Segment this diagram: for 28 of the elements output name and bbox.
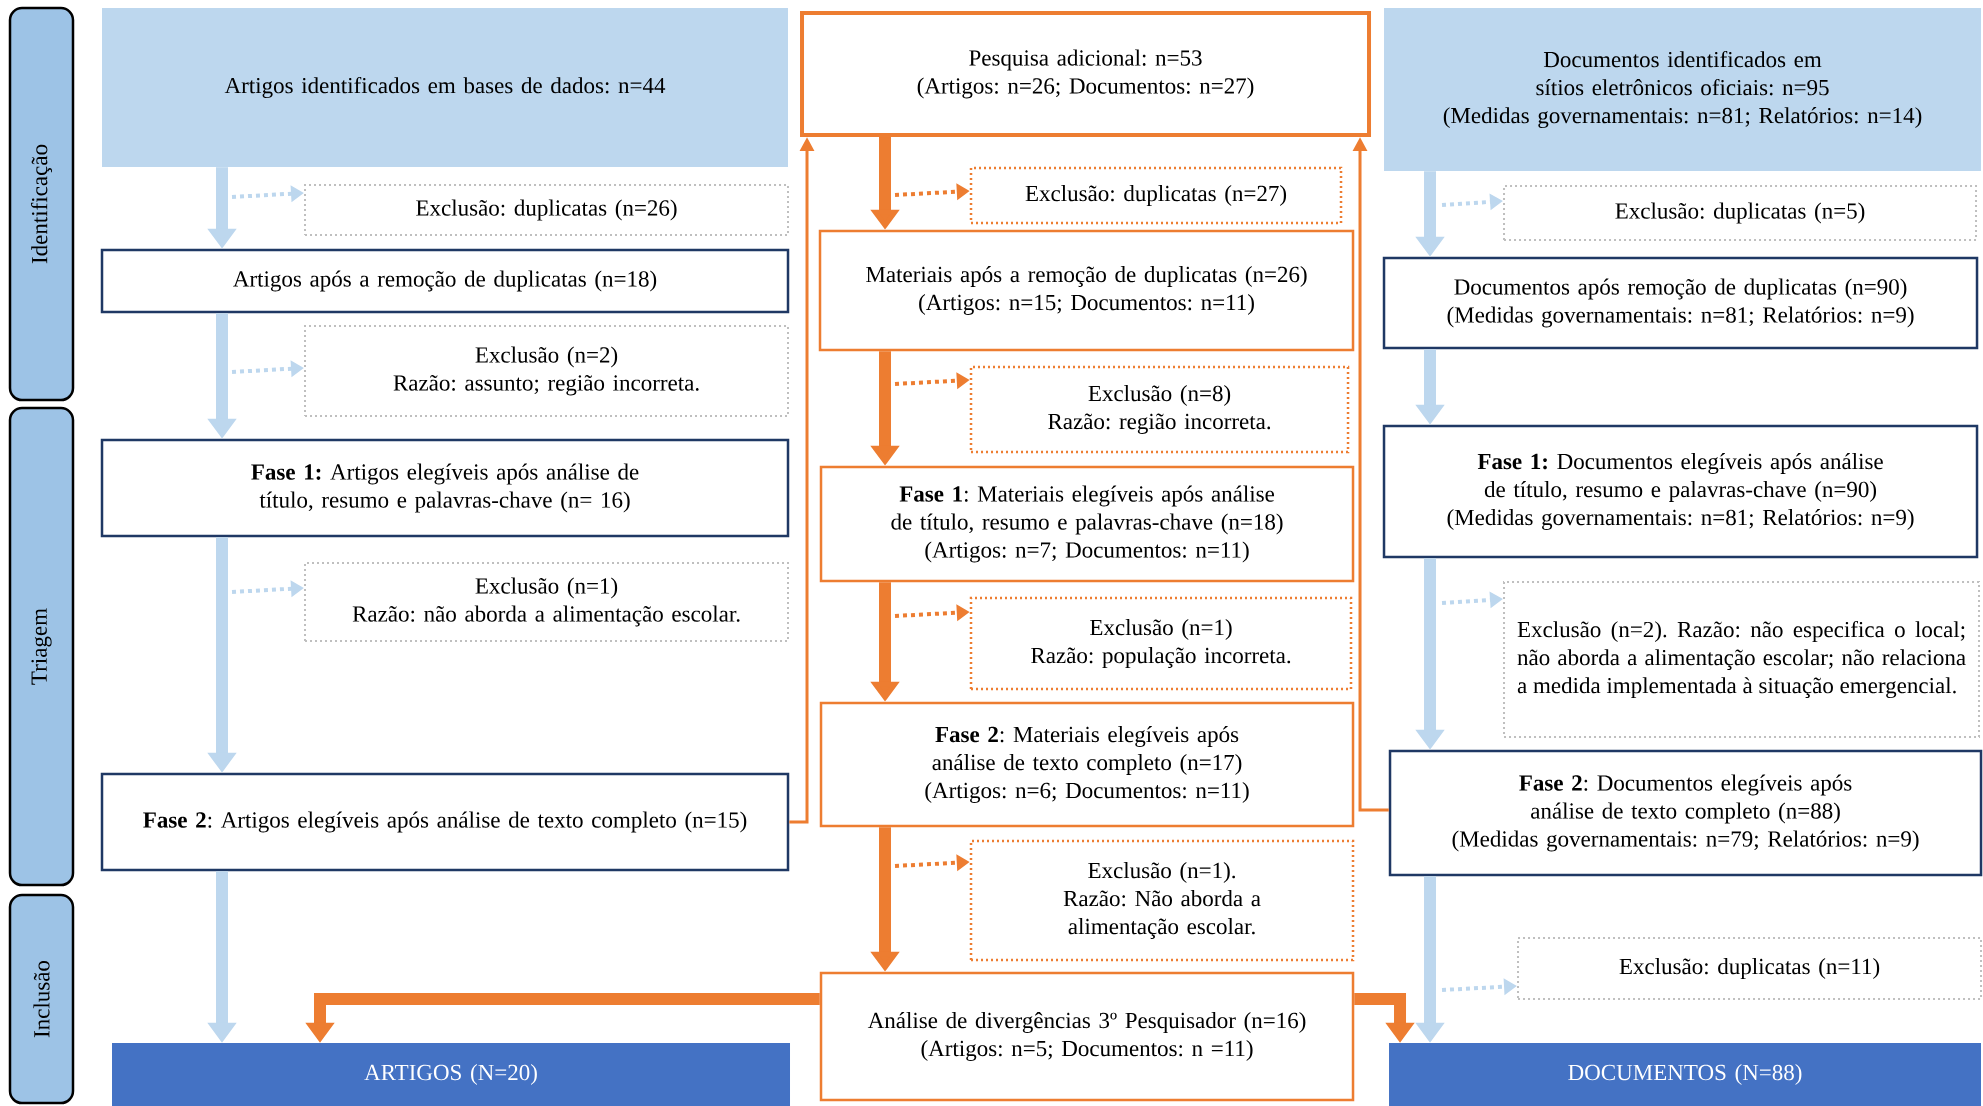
result-box: ARTIGOS (N=20) bbox=[112, 1043, 790, 1106]
exclusion-box: Exclusão: duplicatas (n=11) bbox=[1517, 937, 1983, 1000]
process-box: Fase 1: Artigos elegíveis após análise de título, resumo e palavras-chave (n= 16) bbox=[100, 438, 790, 538]
exclusion-box: Exclusão (n=2). Razão: não especifica o local; não aborda a alimentação escolar; não relaciona a medida implementada à situação emergencial. bbox=[1503, 581, 1981, 738]
process-box: Artigos após a remoção de duplicatas (n=18) bbox=[100, 248, 790, 314]
exclusion-box: Exclusão: duplicatas (n=27) bbox=[969, 166, 1343, 225]
process-box: Materiais após a remoção de duplicatas (n=26) (Artigos: n=15; Documentos: n=11) bbox=[818, 229, 1355, 352]
process-box: Fase 1: Documentos elegíveis após análise de título, resumo e palavras-chave (n=90) (Medidas governamentais: n=81; Relatórios: n=9) bbox=[1382, 424, 1979, 559]
exclusion-box: Exclusão: duplicatas (n=26) bbox=[304, 184, 789, 236]
process-box: Análise de divergências 3º Pesquisador (n=16) (Artigos: n=5; Documentos: n =11) bbox=[819, 971, 1355, 1102]
source-box: Artigos identificados em bases de dados: n=44 bbox=[102, 8, 788, 167]
result-box: DOCUMENTOS (N=88) bbox=[1389, 1043, 1982, 1106]
stage-band: Inclusão bbox=[8, 893, 75, 1105]
exclusion-box: Exclusão (n=8) Razão: região incorreta. bbox=[969, 365, 1350, 454]
source-box: Documentos identificados em sítios eletrônicos oficiais: n=95 (Medidas governamentais: n=81; Relatórios: n=14) bbox=[1384, 8, 1982, 171]
process-box: Documentos após remoção de duplicatas (n=90) (Medidas governamentais: n=81; Relatórios: n=9) bbox=[1382, 256, 1979, 350]
exclusion-box: Exclusão (n=1) Razão: população incorreta. bbox=[969, 596, 1353, 691]
process-box: Fase 2: Artigos elegíveis após análise de texto completo (n=15) bbox=[100, 772, 790, 872]
exclusion-box: Exclusão (n=2) Razão: assunto; região incorreta. bbox=[304, 325, 789, 417]
stage-band: Triagem bbox=[8, 406, 75, 887]
process-box: Fase 2: Materiais elegíveis após análise de texto completo (n=17) (Artigos: n=6; Documentos: n=11) bbox=[819, 701, 1355, 828]
stage-band: Identificação bbox=[8, 6, 75, 402]
exclusion-box: Exclusão (n=1). Razão: Não aborda a alimentação escolar. bbox=[969, 839, 1355, 962]
process-box: Pesquisa adicional: n=53 (Artigos: n=26; Documentos: n=27) bbox=[800, 11, 1371, 137]
process-box: Fase 1: Materiais elegíveis após análise de título, resumo e palavras-chave (n=18) (Artigos: n=7; Documentos: n=11) bbox=[819, 465, 1355, 583]
exclusion-box: Exclusão: duplicatas (n=5) bbox=[1503, 185, 1978, 241]
process-box: Fase 2: Documentos elegíveis após análise de texto completo (n=88) (Medidas governamentais: n=79; Relatórios: n=9) bbox=[1388, 749, 1983, 877]
exclusion-box: Exclusão (n=1) Razão: não aborda a alimentação escolar. bbox=[304, 562, 789, 642]
